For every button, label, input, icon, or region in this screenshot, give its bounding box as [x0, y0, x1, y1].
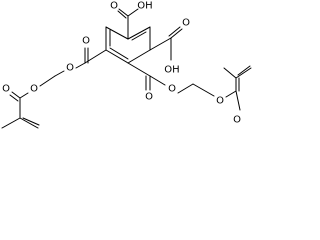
atom-o-meth-right-carbonyl: O	[233, 115, 241, 126]
atom-o-meth-left-carbonyl: O	[2, 84, 10, 95]
atom-o-ester-right-link: O	[168, 84, 176, 95]
atom-o-ester-left-chain: O	[30, 84, 38, 95]
atom-oh-top: OH	[137, 1, 152, 12]
chemical-structure-diagram: O OH O OH O O O O O O	[1, 1, 252, 129]
ester-left: O O O O	[1, 36, 107, 129]
atom-oh-right: OH	[164, 65, 179, 76]
carboxyl-top: O OH	[110, 1, 153, 40]
atom-o-ester-right-carbonyl: O	[145, 92, 153, 103]
atom-o-carboxyl-top: O	[110, 1, 118, 12]
atom-o-carboxyl-right: O	[182, 18, 190, 29]
ester-right: O O O O	[127, 62, 252, 126]
carboxyl-right: O OH	[149, 18, 190, 76]
atom-o-ester-right-chain: O	[216, 96, 224, 107]
atom-o-ester-left-carbonyl: O	[82, 36, 90, 47]
benzene-ring	[105, 26, 151, 64]
atom-o-ester-left-link: O	[66, 63, 74, 74]
